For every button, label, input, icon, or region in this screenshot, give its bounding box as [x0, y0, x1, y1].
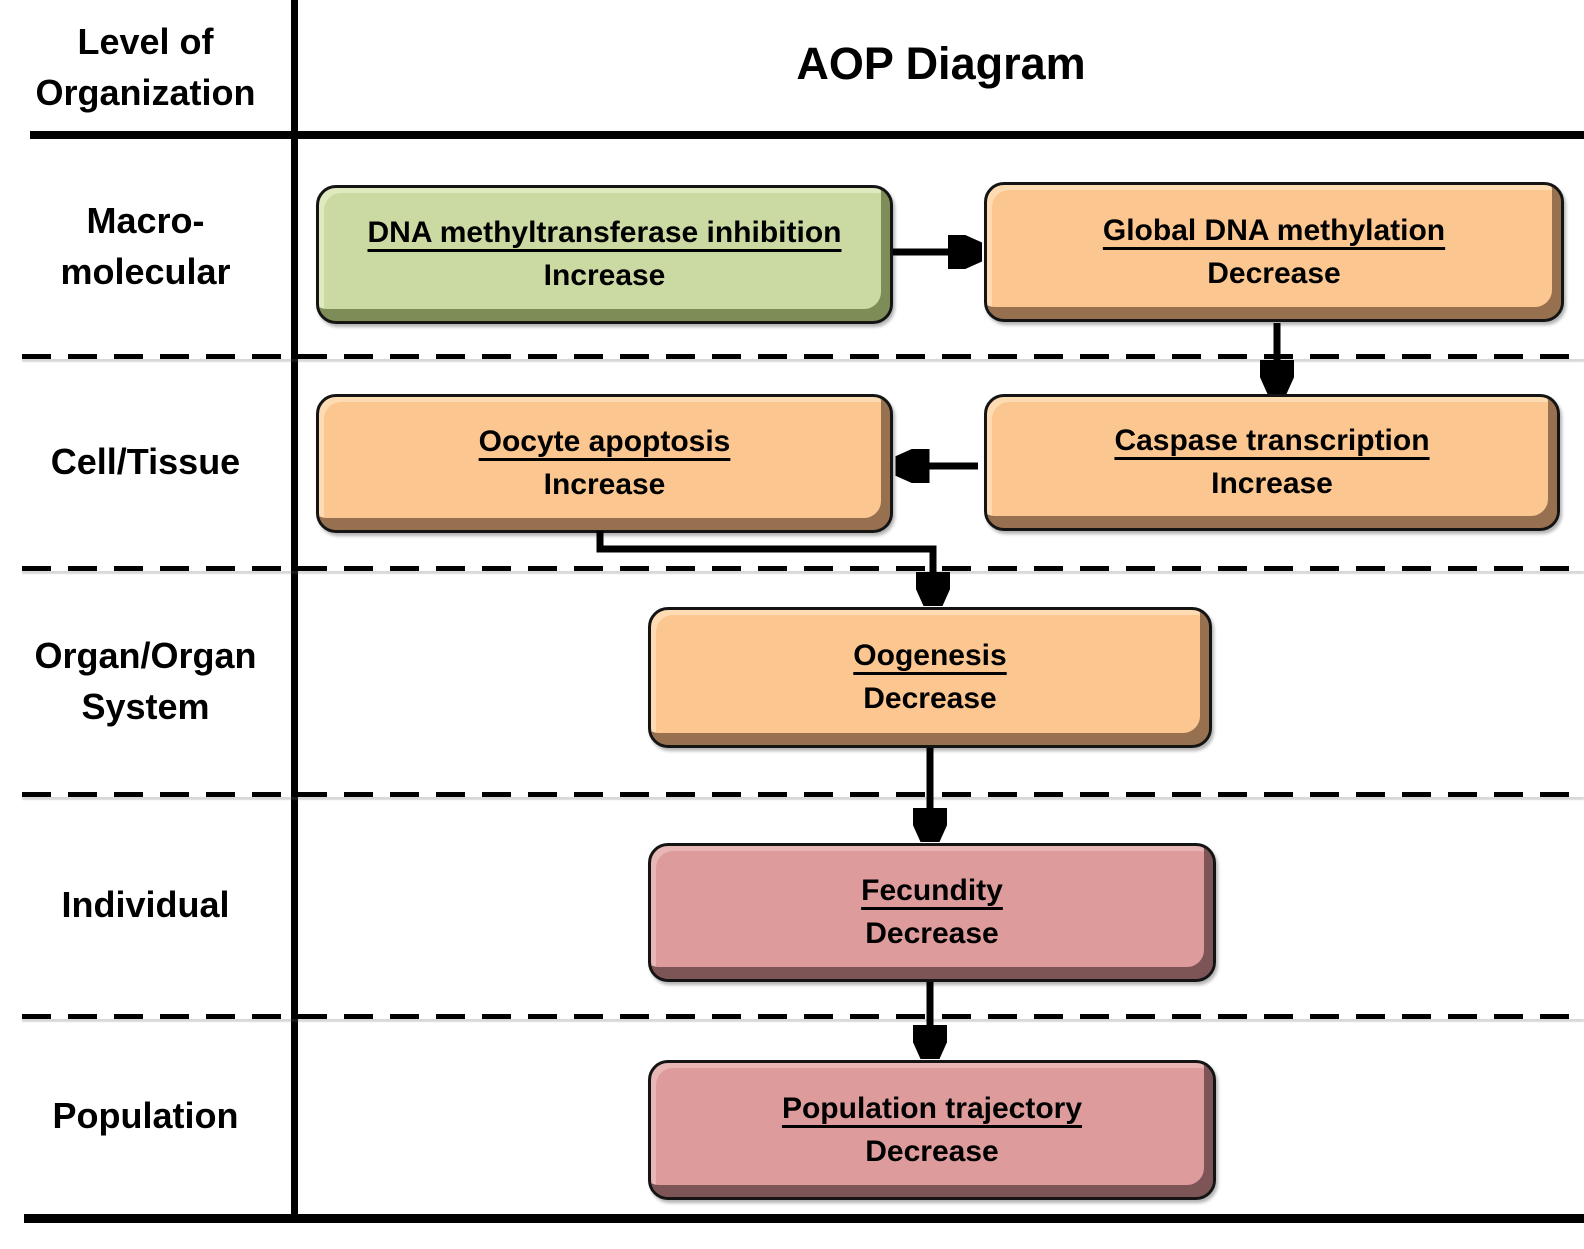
- levels-column-header-line1: Level of: [77, 21, 214, 63]
- node-title: Oogenesis: [853, 639, 1007, 672]
- node-global-dna-methylation: Global DNA methylation Decrease: [984, 182, 1564, 322]
- node-dna-methyltransferase-inhibition: DNA methyltransferase inhibition Increas…: [316, 185, 893, 324]
- node-change: Increase: [543, 468, 666, 501]
- node-population-trajectory: Population trajectory Decrease: [648, 1060, 1216, 1200]
- column-divider-line: [291, 0, 298, 1221]
- node-title: Caspase transcription: [1114, 424, 1430, 457]
- level-label-line: molecular: [60, 250, 231, 292]
- node-title: Population trajectory: [781, 1091, 1083, 1125]
- level-label-line: System: [81, 685, 210, 727]
- levels-column-header-line2: Organization: [35, 71, 256, 113]
- level-label-macromolecular: Macro- molecular: [0, 139, 291, 354]
- level-label-line: Macro-: [86, 200, 205, 242]
- level-label-line: Population: [52, 1095, 239, 1137]
- node-change: Decrease: [1207, 256, 1341, 290]
- diagram-title: AOP Diagram: [796, 38, 1086, 89]
- node-title: Global DNA methylation: [1102, 213, 1446, 247]
- node-change: Decrease: [863, 682, 997, 715]
- node-caspase-transcription: Caspase transcription Increase: [984, 394, 1560, 531]
- node-fecundity: Fecundity Decrease: [648, 843, 1216, 982]
- header-divider-line: [30, 131, 1584, 139]
- node-title: DNA methyltransferase inhibition: [367, 216, 842, 249]
- node-change: Decrease: [865, 917, 999, 950]
- level-separator-4: [22, 1014, 1584, 1019]
- level-label-individual: Individual: [0, 797, 291, 1014]
- level-label-line: Cell/Tissue: [50, 441, 241, 483]
- node-change: Increase: [1211, 467, 1333, 500]
- node-change: Increase: [543, 259, 666, 292]
- level-label-cell-tissue: Cell/Tissue: [0, 359, 291, 566]
- level-label-population: Population: [0, 1019, 291, 1214]
- levels-column-header: Level of Organization: [0, 4, 291, 131]
- node-change: Decrease: [865, 1134, 999, 1168]
- level-label-line: Individual: [61, 884, 230, 926]
- level-label-organ-system: Organ/Organ System: [0, 571, 291, 792]
- node-title: Oocyte apoptosis: [478, 425, 731, 458]
- level-separator-3: [22, 792, 1584, 797]
- bottom-border-line: [24, 1214, 1584, 1223]
- level-label-line: Organ/Organ: [34, 635, 257, 677]
- level-separator-1: [22, 354, 1584, 359]
- node-title: Fecundity: [861, 874, 1003, 907]
- node-oocyte-apoptosis: Oocyte apoptosis Increase: [316, 394, 893, 533]
- node-oogenesis: Oogenesis Decrease: [648, 607, 1212, 748]
